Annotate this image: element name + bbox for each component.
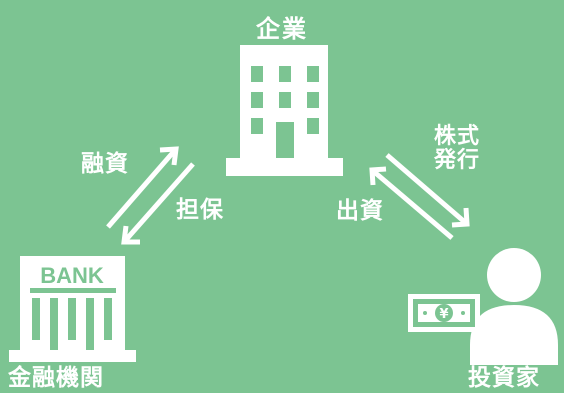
office-building-icon xyxy=(226,45,343,176)
bank-sign: BANK xyxy=(40,263,104,288)
stock-issuance-label: 株式 発行 xyxy=(434,124,481,174)
arrow-company-to-investor xyxy=(385,153,470,228)
arrow-company-to-bank xyxy=(121,162,195,245)
bank-label: 金融機関 xyxy=(8,365,104,391)
financing-label: 融資 xyxy=(81,151,129,177)
company-label: 企業 xyxy=(256,15,308,43)
collateral-label: 担保 xyxy=(176,197,224,223)
stock-issuance-line2: 発行 xyxy=(434,148,481,174)
arrow-bank-to-company xyxy=(106,146,179,229)
arrow-investor-to-company xyxy=(369,166,454,240)
stock-issuance-line1: 株式 xyxy=(434,124,481,149)
bank-icon: BANK xyxy=(9,256,136,362)
person-icon xyxy=(470,248,558,365)
yen-banknote-icon: ¥ xyxy=(408,294,480,332)
yen-symbol: ¥ xyxy=(439,307,448,322)
investment-label: 出資 xyxy=(336,198,384,224)
investor-label: 投資家 xyxy=(468,365,540,391)
